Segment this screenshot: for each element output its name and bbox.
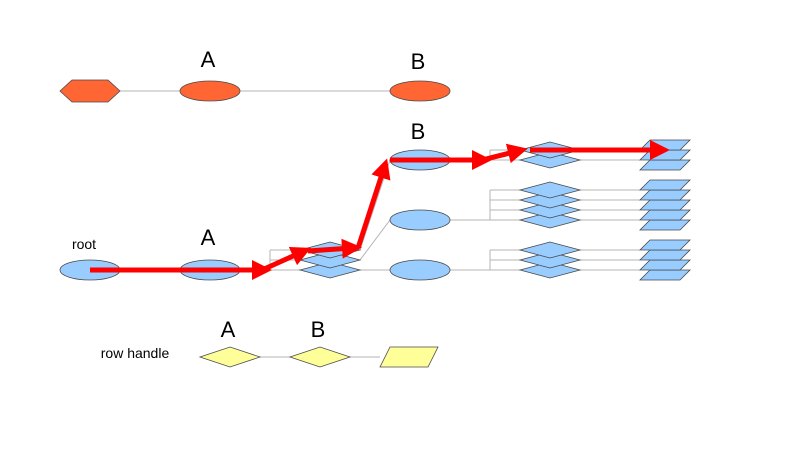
tree: B A root [59,119,691,281]
top-row: A B [59,47,451,103]
diamond-node [518,181,582,199]
tree-connector [359,219,391,261]
tree-connector [359,159,391,251]
leaf-stack [639,239,691,281]
handle-label-a: A [221,317,236,342]
tree-label-a: A [201,225,216,250]
path-arrow [307,238,362,259]
node-lower [389,259,451,281]
leaf-stack [639,179,691,231]
leaf-node [639,249,691,261]
leaf-node [639,239,691,251]
top-label-a: A [201,47,216,72]
leaf-node [639,269,691,281]
path-arrows [90,140,670,280]
diamond-node [518,241,582,259]
leaf-node [639,259,691,271]
path-arrow [355,158,391,249]
top-node-b [389,80,451,102]
leaf-node [639,159,691,171]
row-handle-label: row handle [101,345,170,361]
handle-leaf-node [379,346,439,368]
leaf-node [639,219,691,231]
top-hexagon-node [59,79,121,103]
handle-label-b: B [311,317,326,342]
root-label: root [72,236,96,252]
top-node-a [179,80,241,102]
row-handle-group: A B row handle [101,317,439,368]
leaf-node [639,179,691,191]
path-arrow [481,143,528,164]
path-arrow [260,246,312,273]
diamond-stack [518,181,582,229]
node-middle [389,209,451,231]
leaf-node [639,209,691,221]
leaf-node [639,199,691,211]
diamond-stack [518,141,582,169]
leaf-stack [639,139,691,171]
diamond-stack [518,241,582,279]
handle-node-b [288,346,352,368]
handle-node-a [198,346,262,368]
leaf-node [639,189,691,201]
tree-label-b: B [411,119,426,144]
top-label-b: B [411,49,426,74]
